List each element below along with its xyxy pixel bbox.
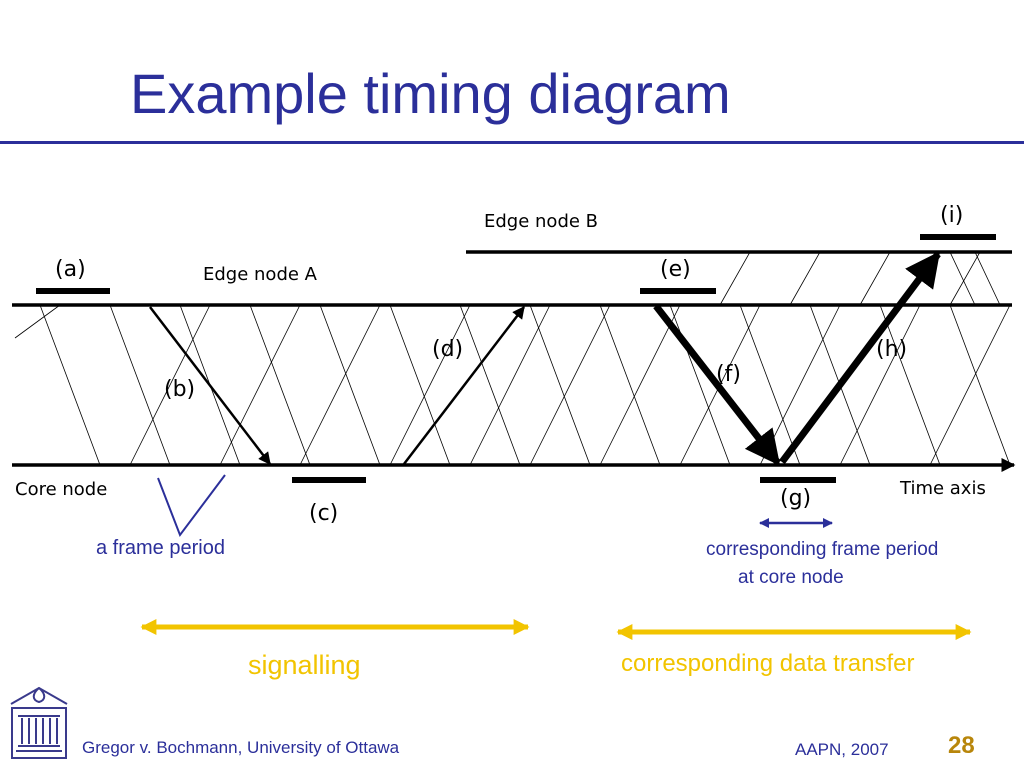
arrow-h [779,251,941,465]
frame-period-pointer [157,474,226,538]
footer-author: Gregor v. Bochmann, University of Ottawa [82,738,400,757]
event-i-label: (i) [940,203,963,228]
arrow-f [653,303,781,466]
event-e-label: (e) [660,257,691,282]
data-transfer-label: corresponding data transfer [621,650,915,677]
time-axis-label: Time axis [899,478,986,499]
title-underline [0,141,1024,144]
signalling-label: signalling [248,650,361,680]
university-building-icon [10,686,68,759]
slide-title: Example timing diagram [130,62,731,125]
event-d-label: (d) [432,337,463,362]
event-c-label: (c) [309,501,338,526]
edge-node-b-label: Edge node B [484,211,598,232]
event-f-label: (f) [716,362,741,387]
event-g-label: (g) [780,486,811,511]
core-frame-period-note-line2: at core node [738,567,844,588]
arrow-d [403,306,525,465]
frame-period-note: a frame period [96,537,225,559]
page-number: 28 [948,732,975,759]
event-b-label: (b) [164,377,195,402]
arrow-b [149,306,271,465]
event-a-label: (a) [55,257,86,282]
event-h-label: (h) [876,337,907,362]
footer-venue: AAPN, 2007 [795,740,889,759]
edge-node-a-label: Edge node A [203,264,318,285]
core-node-label: Core node [15,479,107,500]
core-frame-period-note-line1: corresponding frame period [706,539,939,560]
